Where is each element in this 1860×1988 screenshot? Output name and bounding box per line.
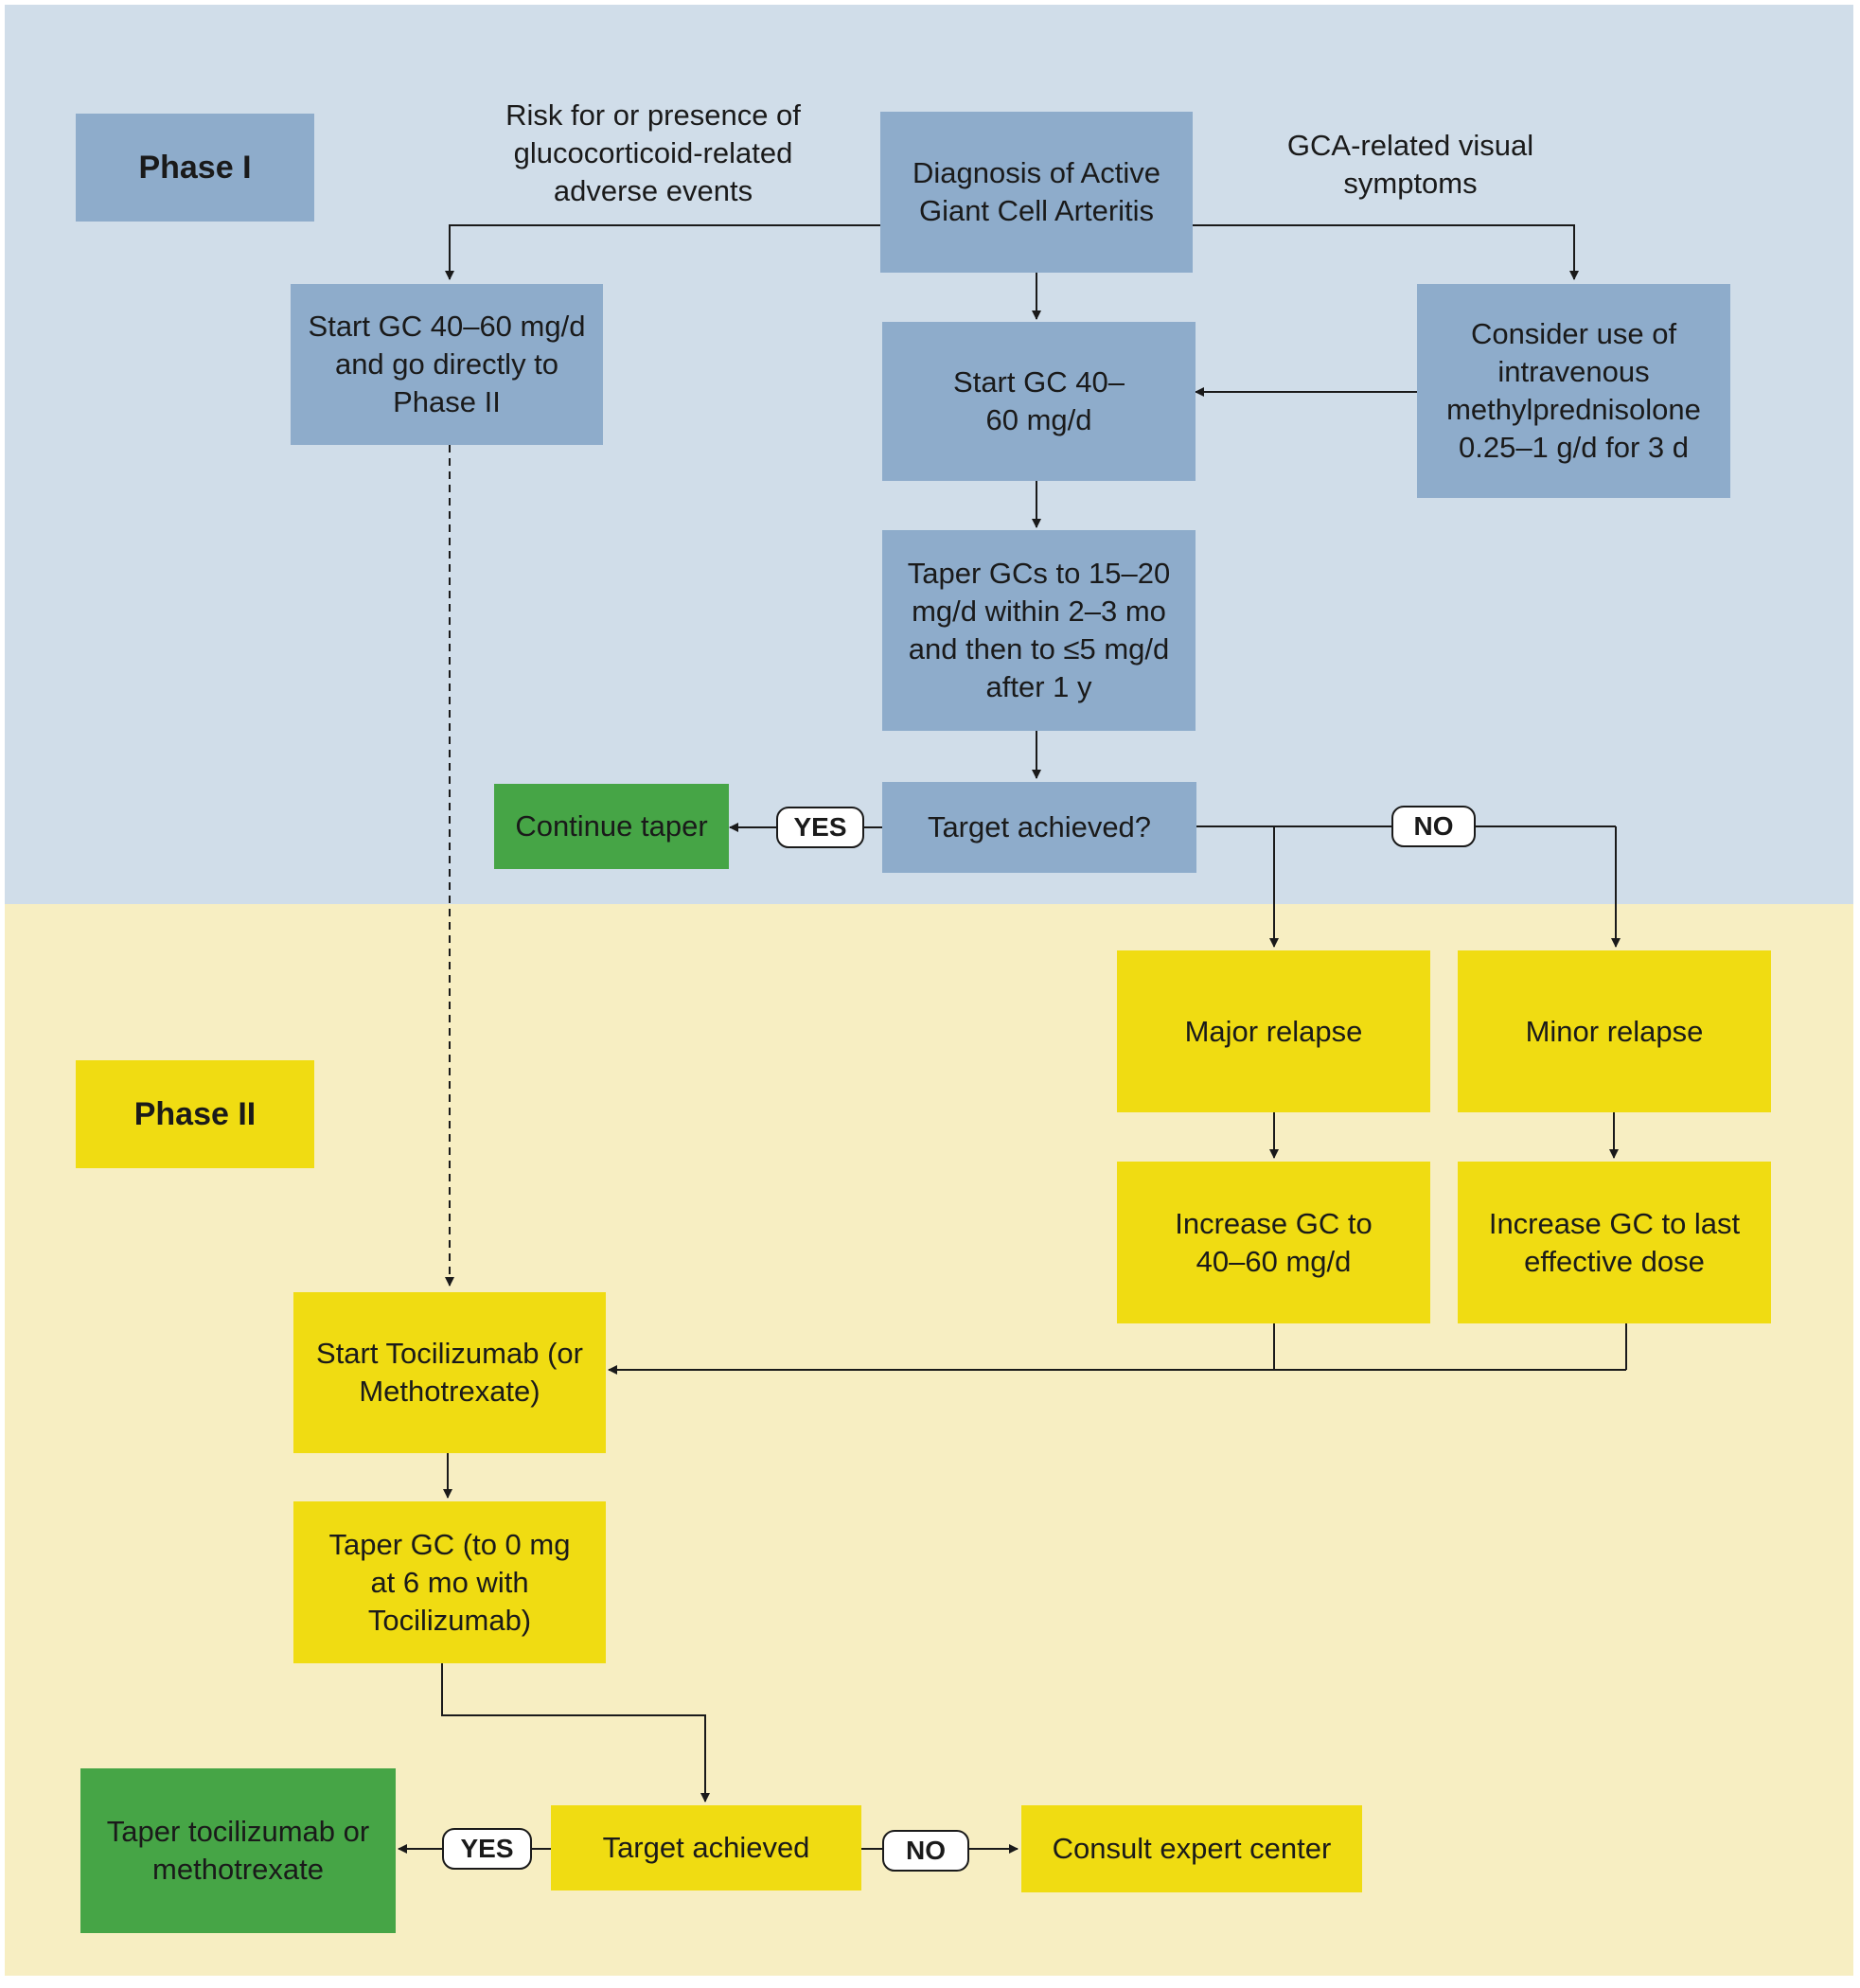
target-achieved-phase2-box: Target achieved — [551, 1805, 861, 1890]
yes-label-phase2: YES — [442, 1828, 532, 1870]
taper-tocilizumab-box: Taper tocilizumab or methotrexate — [80, 1768, 396, 1933]
start-tocilizumab-box: Start Tocilizumab (or Methotrexate) — [293, 1292, 606, 1453]
phase2-label: Phase II — [76, 1060, 314, 1168]
increase-gc-major-box: Increase GC to 40–60 mg/d — [1117, 1162, 1430, 1323]
consider-iv-box: Consider use of intravenous methylpredni… — [1417, 284, 1730, 498]
major-relapse-box: Major relapse — [1117, 950, 1430, 1112]
no-label-phase2: NO — [882, 1830, 969, 1872]
taper-gc-box: Taper GC (to 0 mg at 6 mo with Tocilizum… — [293, 1501, 606, 1663]
start-gc-box: Start GC 40–60 mg/d — [882, 322, 1196, 481]
note-adverse-events: Risk for or presence of glucocorticoid-r… — [505, 98, 801, 207]
phase1-label: Phase I — [76, 114, 314, 222]
arrow-diagnosis-to-start-gc-direct — [445, 224, 880, 280]
start-gc-direct-box: Start GC 40–60 mg/d and go directly to P… — [291, 284, 603, 445]
diagnosis-box: Diagnosis of Active Giant Cell Arteritis — [880, 112, 1193, 273]
arrow-taper-gc-to-target — [441, 1663, 710, 1802]
taper-gcs-box: Taper GCs to 15–20 mg/d within 2–3 mo an… — [882, 530, 1196, 731]
note-visual-symptoms: GCA-related visual symptoms — [1286, 129, 1534, 200]
continue-taper-box: Continue taper — [494, 784, 729, 869]
arrow-diagnosis-to-consider-iv — [1193, 224, 1579, 280]
target-achieved-box: Target achieved? — [882, 782, 1196, 873]
increase-gc-minor-box: Increase GC to last effective dose — [1458, 1162, 1771, 1323]
minor-relapse-box: Minor relapse — [1458, 950, 1771, 1112]
yes-label-phase1: YES — [776, 807, 864, 848]
consult-expert-box: Consult expert center — [1021, 1805, 1362, 1892]
no-label-phase1: NO — [1391, 806, 1476, 847]
